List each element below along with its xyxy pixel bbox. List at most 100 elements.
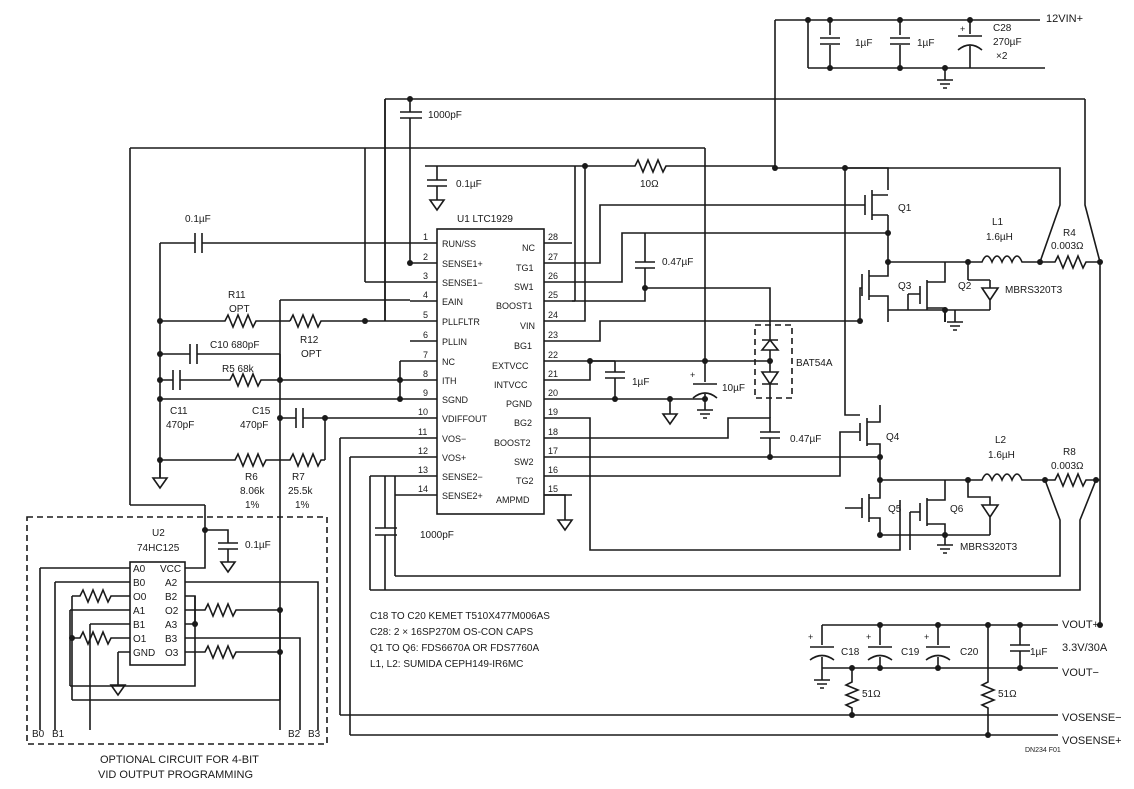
c28-qty-label: ×2 — [996, 51, 1008, 62]
u1-pin1-name: RUN/SS — [442, 239, 476, 249]
u1-pin12-name: VOS+ — [442, 453, 466, 463]
q3-label: Q3 — [898, 281, 912, 292]
u1-pin4-num: 4 — [423, 290, 428, 300]
r11-value-label: OPT — [229, 304, 250, 315]
u2-pin-o2: O2 — [165, 606, 179, 617]
note-2: C28: 2 × 16SP270M OS-CON CAPS — [370, 627, 533, 638]
c28-ref-label: C28 — [993, 23, 1012, 34]
c-u2-label: 0.1µF — [245, 540, 271, 551]
c-extvcc-label: 10µF — [722, 383, 745, 394]
u2-pin-a1: A1 — [133, 606, 146, 617]
c-intvcc-label: 1µF — [632, 377, 649, 388]
u1-pin15-num: 15 — [548, 484, 558, 494]
l2-value-label: 1.6µH — [988, 450, 1015, 461]
vout-spec-label: 3.3V/30A — [1062, 642, 1108, 654]
u1-right-pins: 28 NC 27 TG1 26 SW1 25 BOOST1 24 VIN 23 … — [492, 232, 572, 505]
u1-pin22-name: EXTVCC — [492, 361, 529, 371]
u1-pin28-name: NC — [522, 243, 535, 253]
u1-pin20-num: 20 — [548, 388, 558, 398]
u1-pin5-name: PLLFLTR — [442, 317, 480, 327]
u1-left-pins: 1 RUN/SS 2 SENSE1+ 3 SENSE1− 4 EAIN 5 PL… — [410, 232, 487, 501]
u1-pin16-num: 16 — [548, 465, 558, 475]
u1-pin27-name: TG1 — [516, 263, 534, 273]
u1-pin11-num: 11 — [418, 427, 427, 437]
u1-pin24-num: 24 — [548, 310, 558, 320]
mbrs2-label: MBRS320T3 — [960, 542, 1018, 553]
r5-label: R5 68k — [222, 364, 255, 375]
u1-pin26-name: SW1 — [514, 282, 534, 292]
u1-pin8-num: 8 — [423, 369, 428, 379]
u1-pin14-num: 14 — [418, 484, 428, 494]
u2-pin-a2: A2 — [165, 578, 178, 589]
c15-value-label: 470pF — [240, 420, 268, 431]
u1-pin13-name: SENSE2− — [442, 472, 483, 482]
u2-pin-vcc: VCC — [160, 564, 181, 575]
svg-text:+: + — [960, 24, 965, 34]
u2-caption-line2: VID OUTPUT PROGRAMMING — [98, 769, 253, 781]
l1-value-label: 1.6µH — [986, 232, 1013, 243]
u1-pin28-num: 28 — [548, 232, 558, 242]
u1-title: U1 LTC1929 — [457, 214, 513, 225]
u1-pin3-num: 3 — [423, 271, 428, 281]
u1-pin16-name: TG2 — [516, 476, 534, 486]
r7-value-label: 25.5k — [288, 486, 313, 497]
svg-text:+: + — [924, 632, 929, 642]
u1-pin25-num: 25 — [548, 290, 558, 300]
svg-text:+: + — [808, 632, 813, 642]
q5-label: Q5 — [888, 504, 902, 515]
u1-pin4-name: EAIN — [442, 297, 463, 307]
note-1: C18 TO C20 KEMET T510X477M006AS — [370, 611, 550, 622]
u1-pin15-name: AMPMD — [496, 495, 530, 505]
output-section: + + + C18 C19 C20 1µF 51Ω 51Ω VOUT+ 3.3V… — [340, 619, 1122, 754]
power-stage-2: Q4 Q5 Q6 MBRS320T3 L2 1.6µH R8 0.003Ω — [370, 262, 1101, 625]
note-3: Q1 TO Q6: FDS6670A OR FDS7760A — [370, 643, 539, 654]
c-in1-label: 1µF — [855, 38, 872, 49]
u2-pin-b0: B0 — [133, 578, 146, 589]
u1-ltc1929: U1 LTC1929 1 RUN/SS 2 SENSE1+ 3 SENSE1− … — [410, 214, 572, 515]
u1-pin6-num: 6 — [423, 330, 428, 340]
r11-ref-label: R11 — [228, 290, 246, 301]
u2-pin-o1: O1 — [133, 634, 147, 645]
u1-pin26-num: 26 — [548, 271, 558, 281]
q2-label: Q2 — [958, 281, 972, 292]
u1-pin19-num: 19 — [548, 407, 558, 417]
u1-pin3-name: SENSE1− — [442, 278, 483, 288]
u2-part-label: 74HC125 — [137, 543, 180, 554]
c-1000pf-top-label: 1000pF — [428, 110, 462, 121]
c10-label: C10 680pF — [210, 340, 259, 351]
svg-text:+: + — [690, 370, 695, 380]
u2-pin-b2: B2 — [165, 592, 178, 603]
u1-pin11-name: VOS− — [442, 434, 466, 444]
right-drivers: 0.47µF 1µF + 10µF BAT54A 0.47µF — [544, 148, 901, 551]
u1-pin18-num: 18 — [548, 427, 558, 437]
u1-pin5-num: 5 — [423, 310, 428, 320]
r4-ref-label: R4 — [1063, 228, 1076, 239]
r12-value-label: OPT — [301, 349, 322, 360]
notes: C18 TO C20 KEMET T510X477M006AS C28: 2 ×… — [370, 611, 550, 670]
r6-value-label: 8.06k — [240, 486, 265, 497]
q4-label: Q4 — [886, 432, 900, 443]
u1-pin23-name: BG1 — [514, 341, 532, 351]
u2-label-b2: B2 — [288, 729, 301, 740]
u1-pin10-name: VDIFFOUT — [442, 414, 487, 424]
u2-label-b0: B0 — [32, 729, 45, 740]
u1-pin1-num: 1 — [423, 232, 428, 242]
u2-pin-b1: B1 — [133, 620, 146, 631]
input-supply: + 1µF 1µF C28 270µF ×2 12VIN+ — [772, 13, 1083, 171]
u1-pin9-num: 9 — [423, 388, 428, 398]
u2-pin-gnd: GND — [133, 648, 155, 659]
c28-value-label: 270µF — [993, 37, 1022, 48]
r7-ref-label: R7 — [292, 472, 305, 483]
c-047-bot-label: 0.47µF — [790, 434, 821, 445]
u1-pin23-num: 23 — [548, 330, 558, 340]
u2-optional-circuit: U2 74HC125 A0 B0 O0 A1 B1 O1 GND VCC A2 … — [26, 516, 328, 781]
power-stage-1: Q1 Q3 Q2 MBRS320T3 L1 1.6µH R4 0.003Ω — [775, 99, 1103, 416]
c15-ref-label: C15 — [252, 406, 271, 417]
u1-pin12-num: 12 — [418, 446, 428, 456]
u2-caption-line1: OPTIONAL CIRCUIT FOR 4-BIT — [100, 754, 259, 766]
r6-ref-label: R6 — [245, 472, 258, 483]
r4-value-label: 0.003Ω — [1051, 241, 1084, 252]
u1-pin22-num: 22 — [548, 350, 558, 360]
u1-pin21-num: 21 — [548, 369, 558, 379]
